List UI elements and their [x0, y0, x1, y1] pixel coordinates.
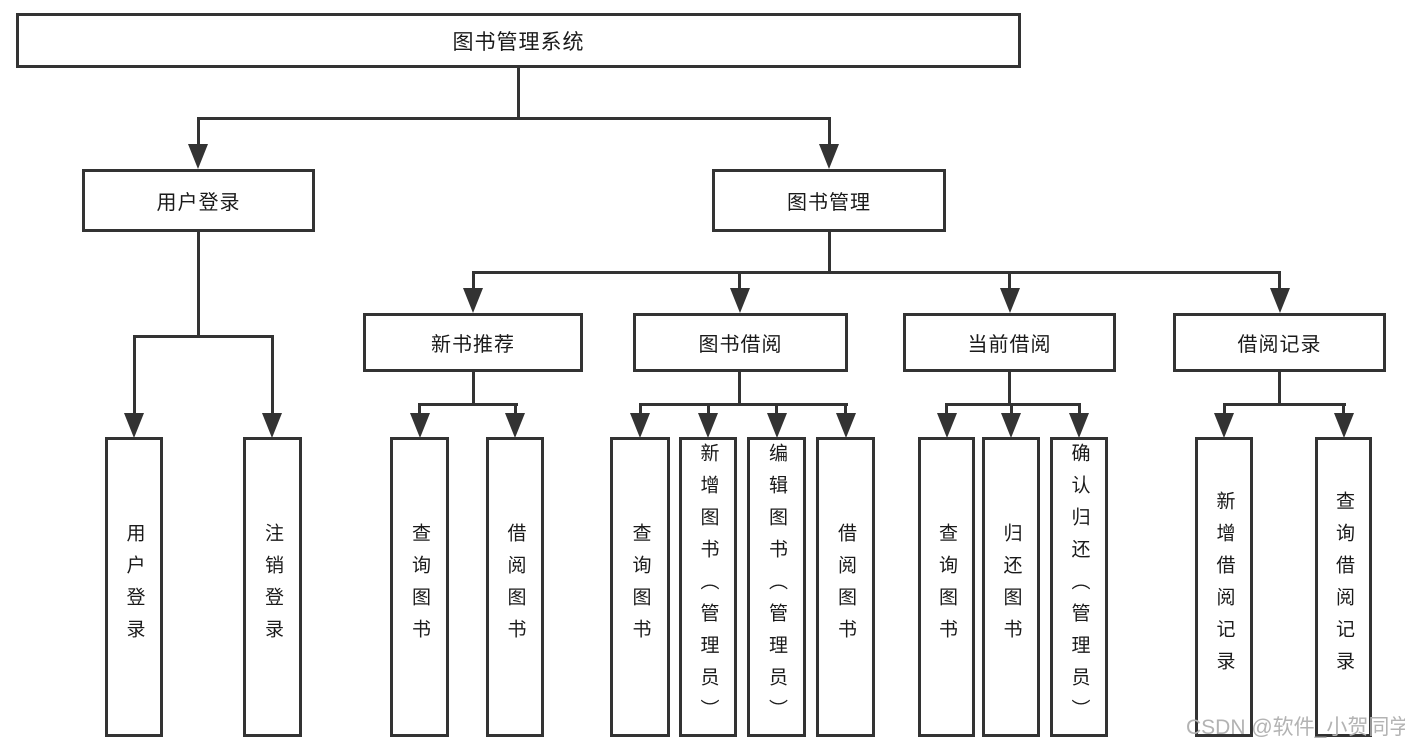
arrowhead-to-bb-add-book: [698, 413, 718, 438]
connector-newbookrec-down: [472, 371, 475, 405]
arrowhead-to-rec-borrow-book: [505, 413, 525, 438]
connector-currentborrow-hbar: [945, 403, 1081, 406]
node-br-query-record: 查询借阅记录: [1315, 437, 1372, 737]
node-rec-borrow-book-label: 借阅图书: [504, 523, 526, 651]
arrowhead-to-cb-query-book: [937, 413, 957, 438]
connector-root-hbar: [197, 117, 831, 120]
connector-bookborrow-down: [738, 371, 741, 405]
node-bb-edit-book: 编辑图书（管理员）: [747, 437, 806, 737]
node-bb-query-book-label: 查询图书: [629, 523, 651, 651]
node-cb-return-book: 归还图书: [982, 437, 1040, 737]
node-new-book-rec-label: 新书推荐: [431, 334, 515, 356]
node-root-label: 图书管理系统: [452, 30, 585, 54]
connector-borrowrecord-stem: [1278, 271, 1281, 291]
node-logout-leaf: 注销登录: [243, 437, 302, 737]
connector-newbookrec-stem: [472, 271, 475, 291]
arrowhead-to-cb-return-book: [1001, 413, 1021, 438]
connector-borrowrecord-hbar: [1223, 403, 1346, 406]
connector-cbreturn-stem: [1010, 403, 1013, 415]
connector-bookborrow-hbar: [639, 403, 848, 406]
arrowhead-to-rec-query-book: [410, 413, 430, 438]
arrowhead-to-br-add-record: [1214, 413, 1234, 438]
arrowhead-to-user-login: [188, 144, 208, 169]
node-current-borrow: 当前借阅: [903, 313, 1116, 372]
connector-recborrow-stem: [514, 403, 517, 415]
connector-bookmgmt-hbar: [472, 271, 1281, 274]
node-cb-query-book-label: 查询图书: [936, 523, 957, 651]
node-user-login-leaf-label: 用户登录: [123, 523, 145, 651]
node-bb-borrow-book: 借阅图书: [816, 437, 875, 737]
arrowhead-to-userlogin-leaf: [124, 413, 144, 438]
connector-bookmgmt-stem: [828, 117, 831, 145]
node-br-add-record: 新增借阅记录: [1195, 437, 1253, 737]
node-borrow-record: 借阅记录: [1173, 313, 1386, 372]
node-user-login-label: 用户登录: [156, 192, 241, 214]
node-rec-query-book-label: 查询图书: [409, 523, 430, 651]
node-book-borrow: 图书借阅: [633, 313, 848, 372]
connector-userlogin-down: [197, 232, 200, 337]
node-root: 图书管理系统: [16, 13, 1021, 68]
node-new-book-rec: 新书推荐: [363, 313, 583, 372]
arrowhead-to-bb-edit-book: [767, 413, 787, 438]
connector-brquery-stem: [1342, 403, 1345, 415]
node-current-borrow-label: 当前借阅: [967, 334, 1052, 356]
connector-root-stem: [517, 68, 520, 119]
connector-userloginleaf-stem: [133, 335, 136, 415]
arrowhead-to-book-mgmt: [819, 144, 839, 169]
arrowhead-to-logout-leaf: [262, 413, 282, 438]
node-user-login: 用户登录: [82, 169, 315, 232]
node-user-login-leaf: 用户登录: [105, 437, 163, 737]
arrowhead-to-new-book-rec: [463, 288, 483, 313]
node-rec-query-book: 查询图书: [390, 437, 449, 737]
arrowhead-to-book-borrow: [730, 288, 750, 313]
node-cb-query-book: 查询图书: [918, 437, 975, 737]
node-cb-return-book-label: 归还图书: [1000, 523, 1022, 651]
connector-bookmgmt-down: [828, 232, 831, 274]
node-br-query-record-label: 查询借阅记录: [1333, 491, 1354, 683]
arrowhead-to-bb-borrow-book: [836, 413, 856, 438]
connector-recquery-stem: [418, 403, 421, 415]
connector-newbookrec-hbar: [418, 403, 518, 406]
arrowhead-to-current-borrow: [1000, 288, 1020, 313]
connector-logoutleaf-stem: [271, 335, 274, 415]
connector-bbquery-stem: [639, 403, 642, 415]
node-br-add-record-label: 新增借阅记录: [1213, 491, 1235, 683]
connector-borrowrecord-down: [1278, 371, 1281, 405]
connector-cbquery-stem: [945, 403, 948, 415]
connector-userlogin-stem: [197, 117, 200, 145]
arrowhead-to-bb-query-book: [630, 413, 650, 438]
connector-userlogin-hbar: [133, 335, 274, 338]
watermark-text: CSDN @软件_小贺同学: [1186, 716, 1405, 739]
node-bb-add-book: 新增图书（管理员）: [679, 437, 737, 737]
connector-bradd-stem: [1223, 403, 1226, 415]
node-book-mgmt: 图书管理: [712, 169, 946, 232]
connector-currentborrow-stem: [1008, 271, 1011, 291]
node-borrow-record-label: 借阅记录: [1237, 334, 1322, 356]
node-logout-leaf-label: 注销登录: [262, 523, 283, 651]
node-book-borrow-label: 图书借阅: [698, 334, 783, 356]
connector-bbedit-stem: [775, 403, 778, 415]
connector-currentborrow-down: [1008, 371, 1011, 405]
arrowhead-to-borrow-record: [1270, 288, 1290, 313]
connector-bbborrow-stem: [844, 403, 847, 415]
node-bb-edit-book-label: 编辑图书（管理员）: [766, 443, 787, 731]
arrowhead-to-cb-confirm-return: [1069, 413, 1089, 438]
node-bb-add-book-label: 新增图书（管理员）: [697, 443, 719, 731]
node-bb-query-book: 查询图书: [610, 437, 670, 737]
node-bb-borrow-book-label: 借阅图书: [835, 523, 856, 651]
node-book-mgmt-label: 图书管理: [787, 192, 871, 214]
node-cb-confirm-return: 确认归还（管理员）: [1050, 437, 1108, 737]
node-rec-borrow-book: 借阅图书: [486, 437, 544, 737]
connector-bookborrow-stem: [738, 271, 741, 291]
node-cb-confirm-return-label: 确认归还（管理员）: [1068, 443, 1090, 731]
connector-cbconfirm-stem: [1078, 403, 1081, 415]
connector-bbadd-stem: [707, 403, 710, 415]
arrowhead-to-br-query-record: [1334, 413, 1354, 438]
